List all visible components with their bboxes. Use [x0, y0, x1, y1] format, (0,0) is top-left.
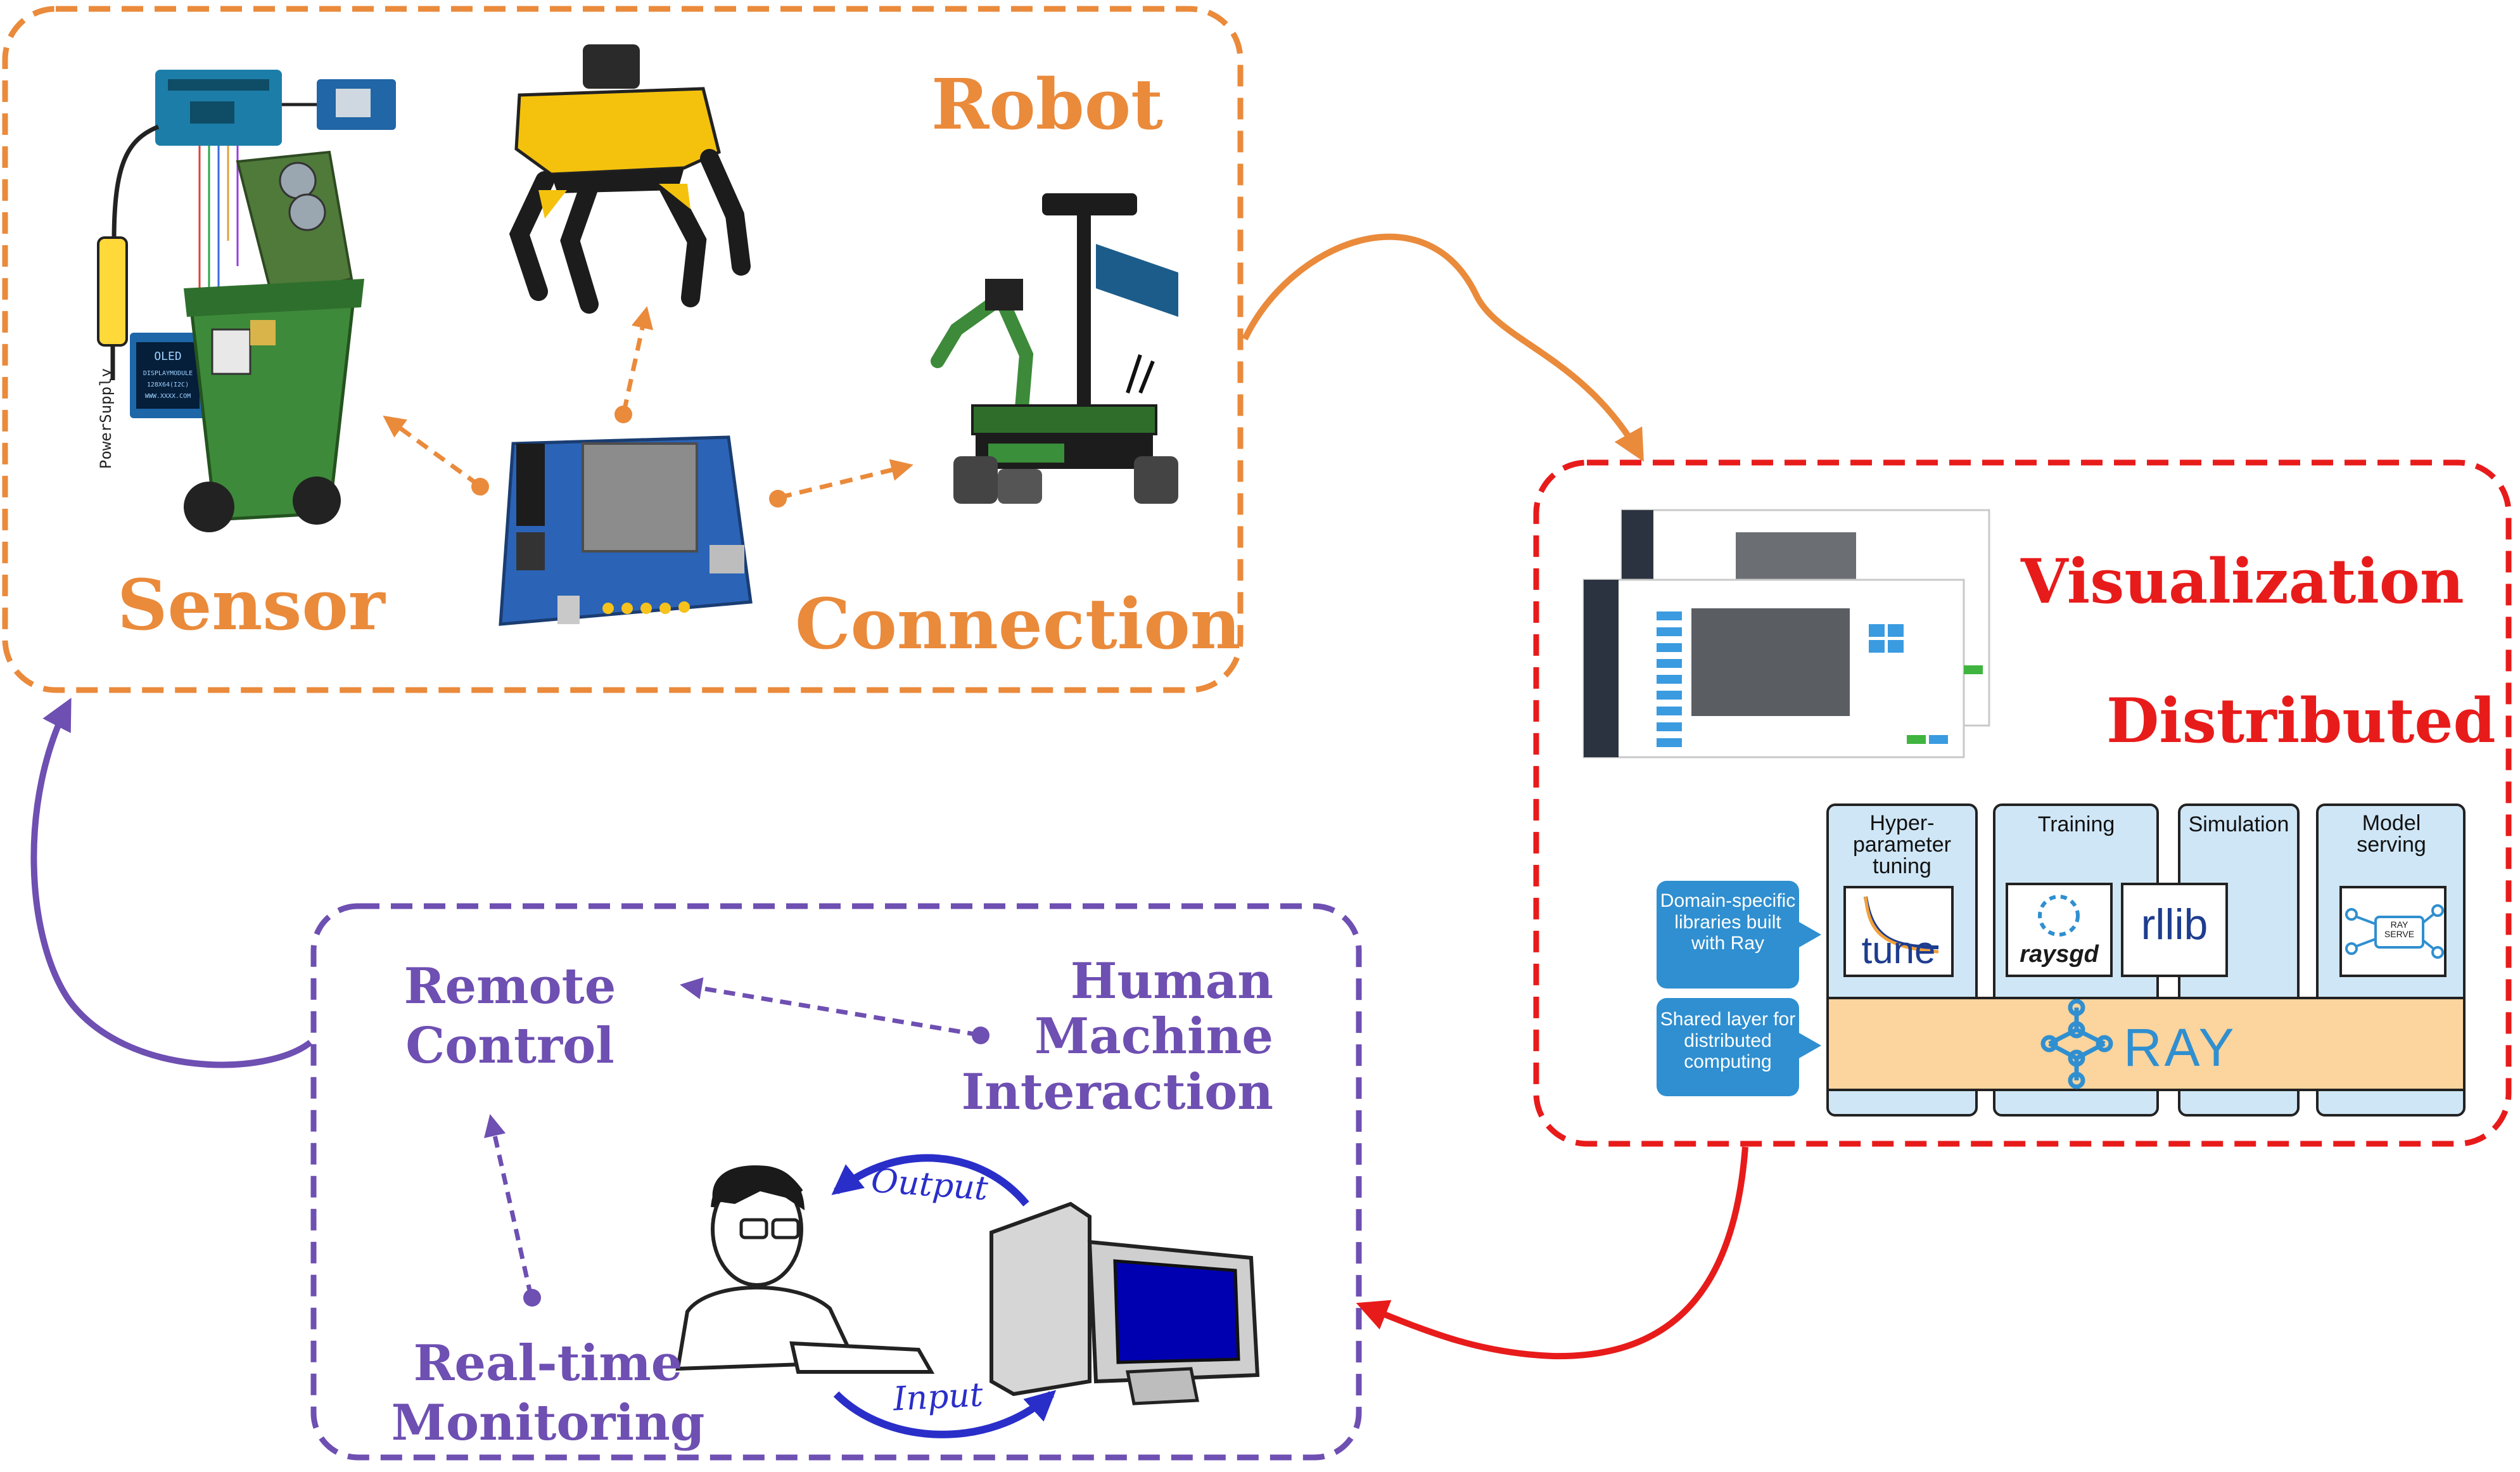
- robot-label: Robot: [931, 63, 1163, 145]
- connection-label: Connection: [795, 583, 1241, 665]
- ray-label: RAY: [2123, 1018, 2237, 1077]
- tune-logo: [1843, 886, 1954, 977]
- connection-board-illustration: [499, 435, 753, 626]
- svg-text:WWW.XXXX.COM: WWW.XXXX.COM: [145, 393, 191, 400]
- hmi-label: Human Machine Interaction: [961, 952, 1273, 1121]
- compute-to-human-arrow: [1356, 1146, 1748, 1360]
- ray-note-shared-text: Shared layer for distributed computing: [1660, 1009, 1796, 1073]
- output-label: Output: [870, 1162, 990, 1208]
- ray-note-shared: [1657, 998, 1799, 1096]
- mobile-manipulator-illustration: [931, 193, 1178, 504]
- robot-to-compute-arrow: [1242, 233, 1644, 462]
- robot-panel: [2, 6, 1244, 693]
- ray-column-tuning-title: Hyper-parameter tuning: [1853, 811, 1951, 878]
- rllib-logo: [2121, 883, 2228, 977]
- rllib-logo-text: rllib: [2141, 900, 2208, 949]
- tune-logo-text: tune: [1861, 929, 1936, 971]
- human-panel: [310, 903, 1362, 1461]
- visualization-label: Visualization: [2021, 546, 2464, 617]
- monitoring-label: Real-time Monitoring: [391, 1334, 705, 1452]
- input-label: Input: [892, 1376, 984, 1419]
- ray-column-serving-title: Model serving: [2357, 811, 2426, 857]
- ray-stack: [1657, 803, 2466, 1117]
- svg-text:128X64(I2C): 128X64(I2C): [147, 381, 189, 388]
- ray-column-simulation-title: Simulation: [2188, 812, 2289, 836]
- quadruped-robot-illustration: [509, 44, 751, 314]
- raysgd-logo-text: raysgd: [2020, 941, 2099, 968]
- ray-shared-band: [1826, 997, 2466, 1091]
- human-to-robot-arrow: [30, 698, 313, 1068]
- raysgd-logo: [2006, 883, 2113, 977]
- svg-text:OLED: OLED: [154, 350, 181, 363]
- ray-note-domain: [1657, 881, 1799, 989]
- svg-text:DISPLAYMODULE: DISPLAYMODULE: [143, 370, 193, 377]
- human-computer-illustration: [675, 1154, 1260, 1438]
- hub-arrows: [383, 306, 913, 500]
- distributed-label: Distributed: [2106, 685, 2496, 757]
- ray-column-training-title: Training: [2037, 812, 2115, 836]
- ray-serve-logo-text: RAY SERVE: [2384, 919, 2415, 940]
- remote-control-label: Remote Control: [404, 957, 616, 1075]
- visualization-screenshots: [1582, 509, 1990, 758]
- power-supply-text: PowerSupply: [97, 368, 115, 469]
- human-panel-arrows: [484, 977, 979, 1296]
- sensor-label: Sensor: [117, 564, 385, 646]
- compute-panel: [1533, 459, 2512, 1147]
- ray-note-domain-text: Domain-specific libraries built with Ray: [1660, 890, 1796, 954]
- sensor-bin-illustration: PowerSupply OLED DISPLAYMODULE 128X64(I2…: [97, 70, 396, 532]
- ray-network-icon: [2040, 999, 2113, 1089]
